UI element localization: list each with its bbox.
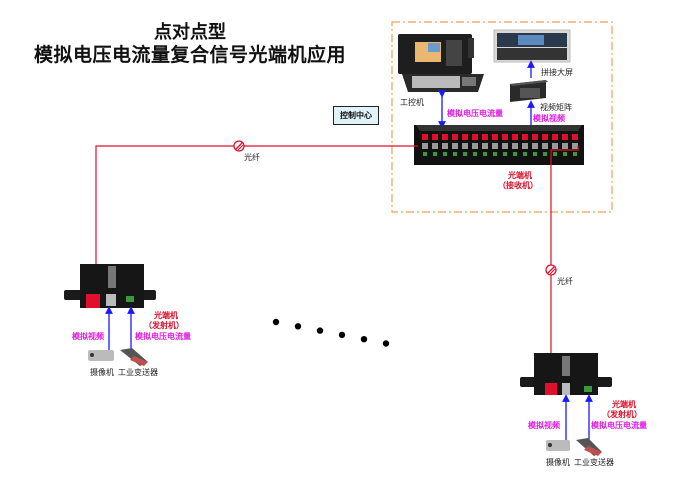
- rack-slot: [532, 134, 538, 156]
- matrix-link-label: 模拟视频: [533, 114, 565, 123]
- more-sites-ellipsis: [272, 318, 390, 347]
- receiver-label-line2: （接收机）: [498, 181, 538, 190]
- ellipsis-dot: [338, 331, 346, 339]
- transmitter-sensor-right-image: [576, 438, 602, 456]
- industrial-pc-image: [398, 34, 484, 92]
- left-camera-label: 摄像机: [90, 368, 114, 377]
- left-device-label-line2: （发射机）: [144, 321, 184, 330]
- fiber-connector-icon-left: [233, 140, 245, 152]
- left-video-label: 模拟视频: [72, 332, 104, 341]
- rack-slot: [482, 134, 488, 156]
- transmitter-left-image: [64, 264, 156, 308]
- ellipsis-dot: [382, 340, 390, 347]
- right-video-label: 模拟视频: [528, 421, 560, 430]
- right-analog-label: 模拟电压电流量: [591, 421, 647, 430]
- camera-right-image: [546, 440, 570, 451]
- rack-slot: [472, 134, 478, 156]
- receiver-label-line1: 光端机: [508, 171, 532, 180]
- receiver-rack-image: [414, 125, 584, 165]
- video-matrix-label: 视频矩阵: [540, 103, 572, 112]
- left-transmitter-label: 工业变送器: [118, 368, 158, 377]
- rack-slot: [512, 134, 518, 156]
- video-wall-image: [493, 29, 571, 63]
- video-matrix-image: [510, 80, 548, 102]
- fiber-line-left: [95, 145, 418, 292]
- rack-slot: [432, 134, 438, 156]
- rack-slot: [572, 134, 578, 156]
- control-center-label: 控制中心: [333, 106, 379, 125]
- fiber-line-right: [550, 146, 579, 365]
- rack-slot: [492, 134, 498, 156]
- right-device-label-line1: 光端机: [612, 400, 636, 409]
- right-camera-label: 摄像机: [546, 458, 570, 467]
- diagram-title-line1: 点对点型: [154, 22, 226, 43]
- right-device-label-line2: （发射机）: [602, 410, 642, 419]
- rack-slot: [452, 134, 458, 156]
- pc-link-label: 模拟电压电流量: [447, 109, 503, 118]
- rack-slot: [542, 134, 548, 156]
- rack-slot: [422, 134, 428, 156]
- camera-left-image: [88, 350, 114, 361]
- ellipsis-dot: [360, 336, 368, 343]
- rack-slot: [502, 134, 508, 156]
- rack-slot: [552, 134, 558, 156]
- diagram-title-line2: 模拟电压电流量复合信号光端机应用: [33, 44, 346, 66]
- video-wall-label: 拼接大屏: [541, 68, 573, 77]
- right-transmitter-label: 工业变送器: [574, 458, 614, 467]
- left-analog-label: 模拟电压电流量: [135, 332, 191, 341]
- fiber-label-left: 光纤: [244, 153, 260, 162]
- rack-slot: [562, 134, 568, 156]
- fiber-label-right: 光纤: [557, 277, 573, 286]
- rack-slot: [522, 134, 528, 156]
- transmitter-right-image: [520, 353, 612, 395]
- rack-slot: [462, 134, 468, 156]
- fiber-connector-icon-right: [545, 264, 557, 276]
- ellipsis-dot: [316, 327, 324, 334]
- ellipsis-dot: [272, 318, 280, 326]
- rack-slot: [442, 134, 448, 156]
- transmitter-sensor-left-image: [120, 348, 148, 366]
- control-center-frame: [391, 21, 613, 213]
- ellipsis-dot: [294, 323, 302, 330]
- industrial-pc-label: 工控机: [400, 98, 424, 107]
- left-device-label-line1: 光端机: [154, 311, 178, 320]
